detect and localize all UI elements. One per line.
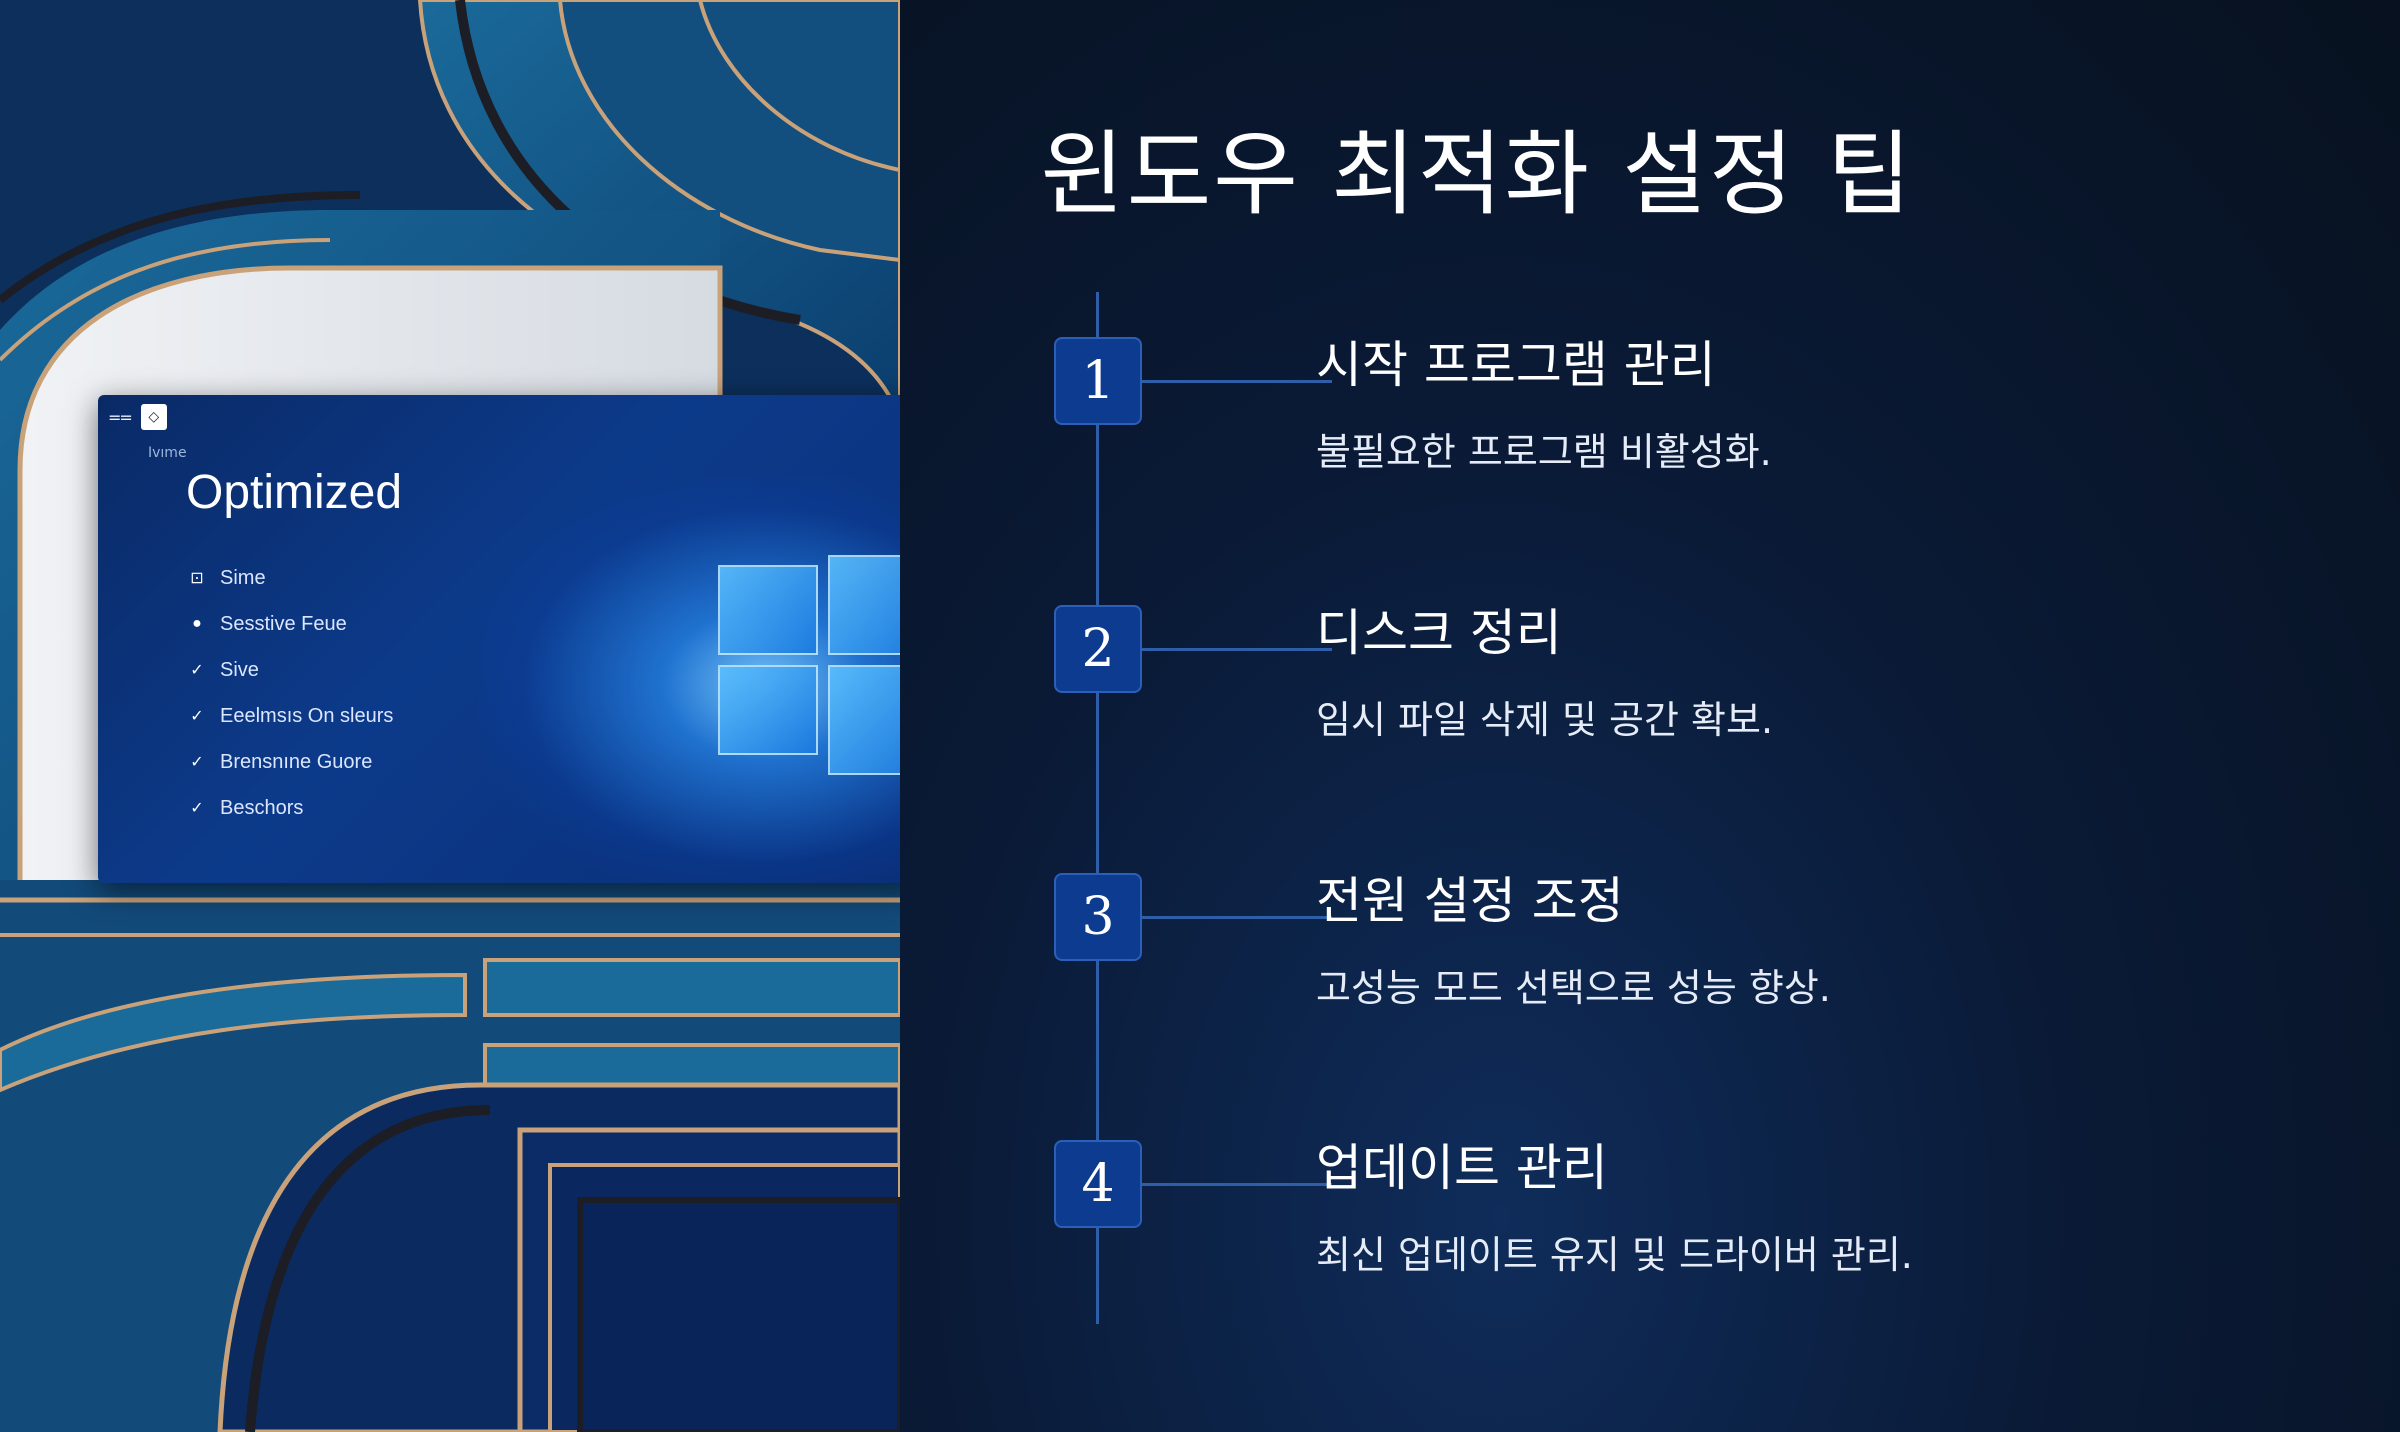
step-title: 전원 설정 조정 <box>1316 872 1624 930</box>
list-item-label: Eeelmsıs On sleurs <box>220 704 394 727</box>
windows-logo-pane <box>718 665 818 755</box>
window-subtitle: Ivıme <box>148 445 187 461</box>
list-item: ● Sesstive Feue <box>188 601 393 647</box>
list-item-label: Brensnıne Guore <box>220 750 373 773</box>
step-number-badge: 3 <box>1054 873 1142 961</box>
step-connector <box>1142 916 1332 919</box>
step-title: 디스크 정리 <box>1316 604 1562 662</box>
list-item: ✓ Sive <box>188 647 393 693</box>
check-icon: ✓ <box>190 708 204 725</box>
window-titlebar: == ◇ <box>108 404 167 430</box>
step-description: 불필요한 프로그램 비활성화. <box>1316 430 1772 474</box>
step-connector <box>1142 380 1332 383</box>
step-connector <box>1142 1183 1332 1186</box>
window-heading: Optimized <box>186 466 403 519</box>
content-panel <box>900 0 2400 1432</box>
diamond-icon: ◇ <box>140 404 167 430</box>
illustration-panel: == ◇ Ivıme Optimized ⊡ Sime ● Sesstive Feu… <box>0 0 900 1432</box>
list-item: ⊡ Sime <box>188 555 393 601</box>
list-item-label: Sesstive Feue <box>220 612 347 635</box>
list-item: ✓ Eeelmsıs On sleurs <box>188 693 393 739</box>
check-icon: ✓ <box>190 754 204 771</box>
user-icon: ● <box>192 615 202 632</box>
step-number-badge: 4 <box>1054 1140 1142 1228</box>
page-title: 윈도우 최적화 설정 팁 <box>1040 121 1914 228</box>
windows-logo-pane <box>828 555 900 655</box>
step-title: 시작 프로그램 관리 <box>1316 336 1716 394</box>
list-item: ✓ Brensnıne Guore <box>188 739 393 785</box>
step-description: 임시 파일 삭제 및 공간 확보. <box>1316 698 1774 742</box>
check-icon: ✓ <box>190 662 204 679</box>
step-connector <box>1142 648 1332 651</box>
timeline-line <box>1096 292 1099 1324</box>
step-description: 최신 업데이트 유지 및 드라이버 관리. <box>1316 1233 1913 1277</box>
window-feature-list: ⊡ Sime ● Sesstive Feue ✓ Sive ✓ Eeelmsıs On … <box>188 555 393 831</box>
list-item-label: Sive <box>220 658 259 681</box>
step-description: 고성능 모드 선택으로 성능 향상. <box>1316 966 1831 1010</box>
list-item-label: Beschors <box>220 796 304 819</box>
windows-logo-pane <box>718 565 818 655</box>
check-icon: ✓ <box>190 800 204 817</box>
step-title: 업데이트 관리 <box>1316 1139 1608 1197</box>
step-number-badge: 1 <box>1054 337 1142 425</box>
square-icon: ⊡ <box>190 570 204 587</box>
windows-logo-pane <box>828 665 900 775</box>
step-number-badge: 2 <box>1054 605 1142 693</box>
windows-settings-mockup: == ◇ Ivıme Optimized ⊡ Sime ● Sesstive Feu… <box>98 395 900 883</box>
hamburger-icon: == <box>108 407 133 427</box>
list-item: ✓ Beschors <box>188 785 393 831</box>
list-item-label: Sime <box>220 566 266 589</box>
